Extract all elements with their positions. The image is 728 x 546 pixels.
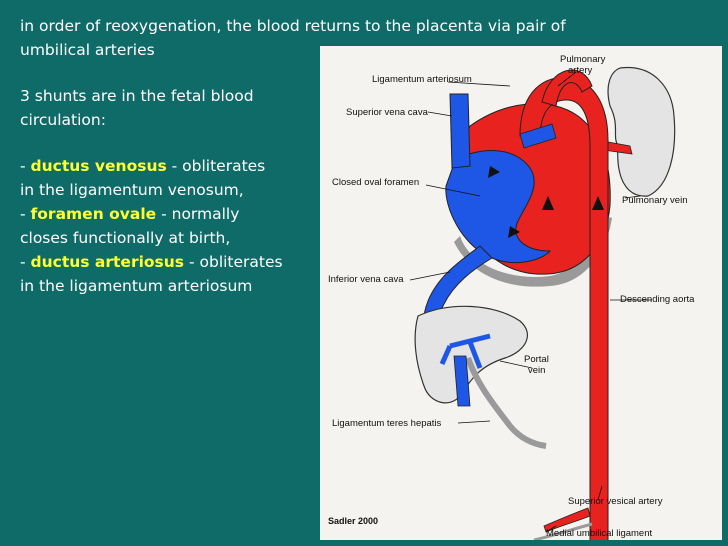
diagram-svg: Pulmonary artery Ligamentum arteriosum S… <box>328 54 695 540</box>
label-portal-vein-2: vein <box>528 365 545 376</box>
intro-line-2: umbilical arteries <box>20 41 155 59</box>
heart-venous-chambers <box>445 150 552 263</box>
shunts-heading-line-2: circulation: <box>20 111 106 129</box>
shunt-3-rest: - obliterates <box>184 253 283 271</box>
umbilical-vein-shape <box>453 355 471 407</box>
term-ductus-arteriosus: ductus arteriosus <box>30 253 185 271</box>
liver-shape <box>414 305 528 404</box>
shunt-foramen-ovale: - foramen ovale - normally <box>20 202 720 226</box>
label-medial-umbilical-ligament: Medial umbilical ligament <box>546 528 652 539</box>
lung-shape <box>607 66 676 197</box>
term-ductus-venosus: ductus venosus <box>30 157 167 175</box>
septum-band <box>454 216 612 287</box>
superior-vena-cava-shape <box>449 93 471 169</box>
slide-text: in order of reoxygenation, the blood ret… <box>20 14 720 298</box>
shunt-1-rest: - obliterates <box>166 157 266 175</box>
bullet-dash: - <box>20 253 31 271</box>
flow-arrow <box>592 196 604 210</box>
fetal-circulation-diagram: Pulmonary artery Ligamentum arteriosum S… <box>320 46 722 540</box>
portal-vein-shape <box>439 333 491 369</box>
ligamentum-teres-shape <box>465 356 547 449</box>
label-inferior-vena-cava: Inferior vena cava <box>328 274 404 285</box>
intro-line-1: in order of reoxygenation, the blood ret… <box>20 17 566 35</box>
pulmonary-trunk-shape <box>541 69 593 107</box>
bullet-dash: - <box>20 205 31 223</box>
flow-arrow <box>508 226 520 238</box>
shunt-ductus-venosus: - ductus venosus - obliterates <box>20 154 720 178</box>
aortic-arch-shape <box>519 76 609 540</box>
ductus-arteriosus-shape <box>519 123 557 149</box>
label-closed-oval-foramen: Closed oval foramen <box>332 177 419 188</box>
flow-arrow <box>542 196 554 210</box>
label-descending-aorta: Descending aorta <box>620 294 695 305</box>
label-credit: Sadler 2000 <box>328 516 378 526</box>
shunt-2-continuation: closes functionally at birth, <box>20 229 231 247</box>
label-pulmonary-vein: Pulmonary vein <box>622 195 687 206</box>
label-ligamentum-teres-hepatis: Ligamentum teres hepatis <box>332 418 442 429</box>
label-pulmonary-artery-2: artery <box>568 65 593 76</box>
shunt-ductus-arteriosus: - ductus arteriosus - obliterates <box>20 250 720 274</box>
shunt-1-continuation: in the ligamentum venosum, <box>20 181 244 199</box>
bullet-dash: - <box>20 157 31 175</box>
shunts-heading-line-1: 3 shunts are in the fetal blood <box>20 87 254 105</box>
label-superior-vena-cava: Superior vena cava <box>346 107 429 118</box>
shunt-3-continuation: in the ligamentum arteriosum <box>20 277 253 295</box>
label-superior-vesical-artery: Superior vesical artery <box>568 496 663 507</box>
term-foramen-ovale: foramen ovale <box>30 205 157 223</box>
flow-arrow <box>488 166 500 178</box>
label-ligamentum-arteriosum: Ligamentum arteriosum <box>372 74 472 85</box>
shunt-2-rest: - normally <box>156 205 240 223</box>
medial-umbilical-ligament-shape <box>533 522 593 540</box>
label-portal-vein-1: Portal <box>524 354 549 365</box>
label-pulmonary-artery-1: Pulmonary <box>560 54 606 65</box>
